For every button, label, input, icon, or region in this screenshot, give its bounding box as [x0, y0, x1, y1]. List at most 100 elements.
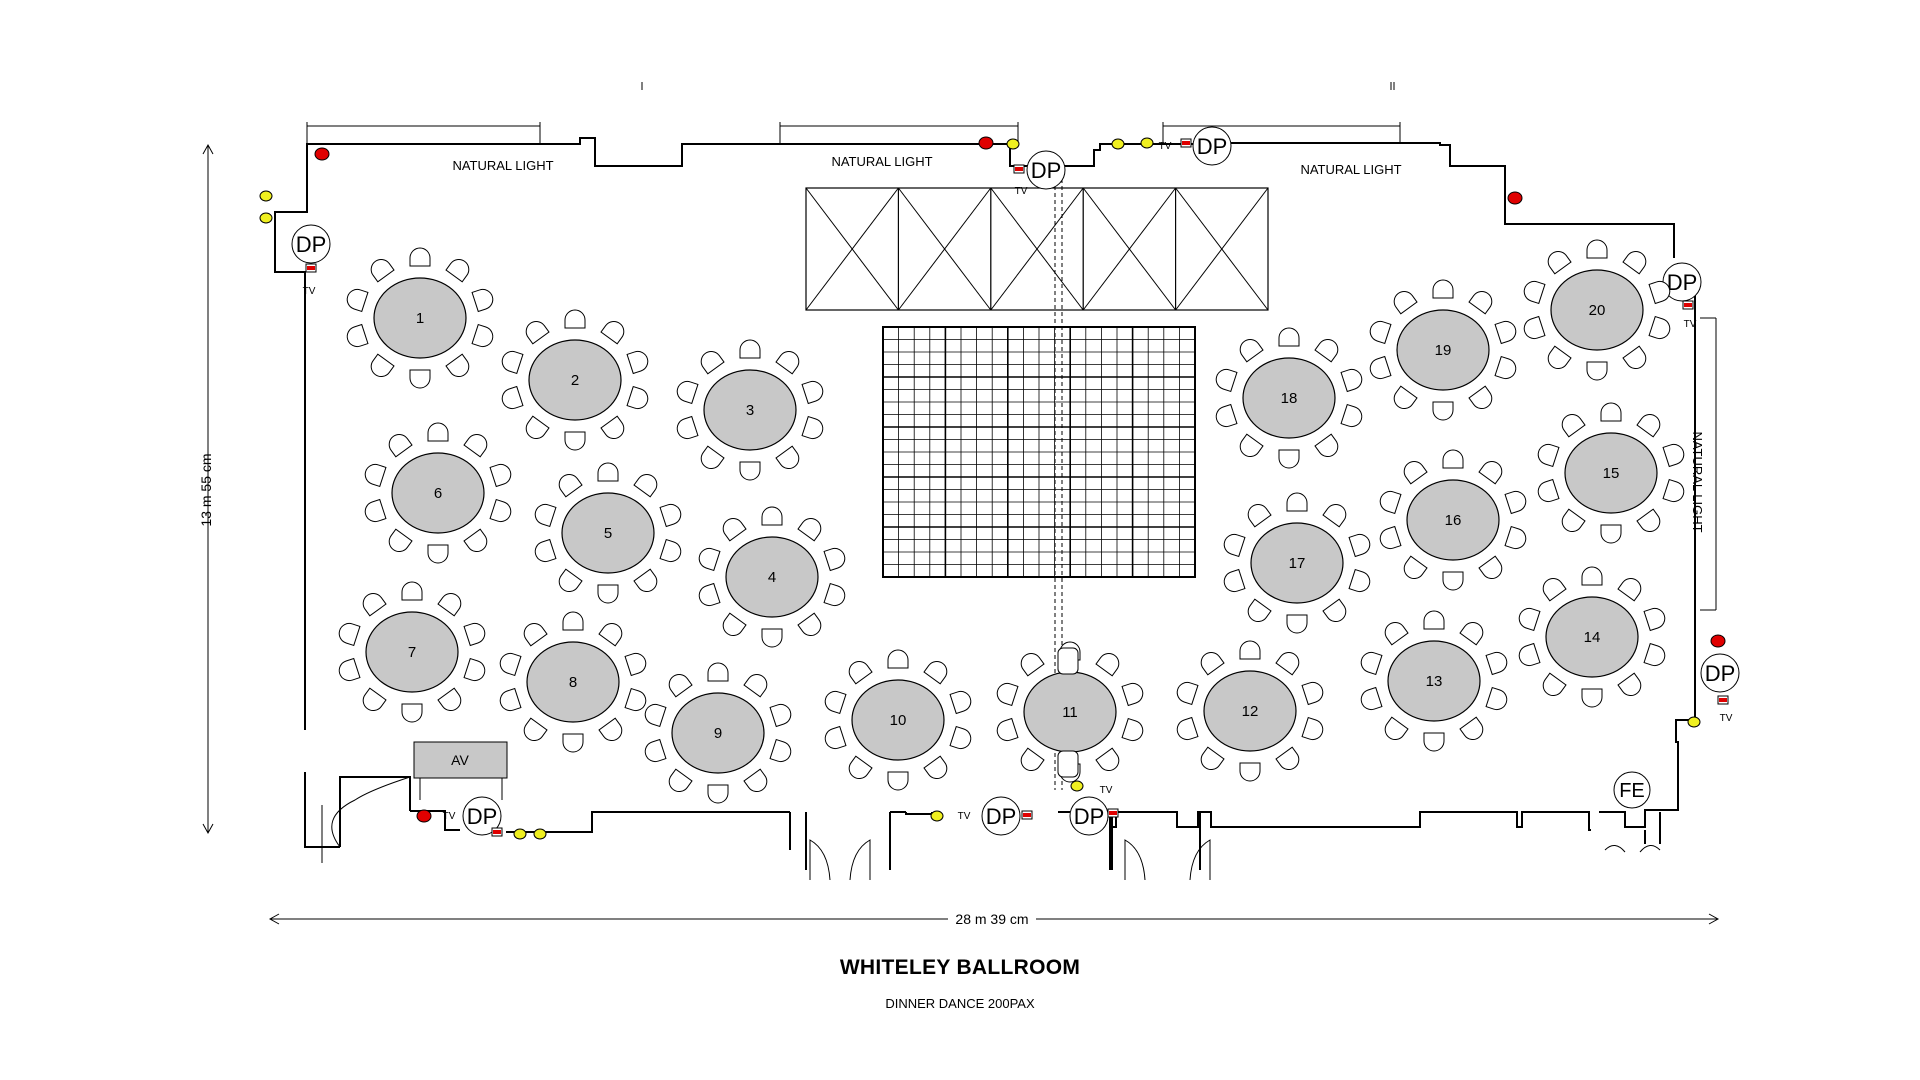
chair [823, 547, 846, 572]
table-number: 8 [569, 674, 577, 691]
chair [659, 538, 682, 563]
table-number: 12 [1242, 703, 1259, 720]
chair [1423, 732, 1445, 752]
table-5: 5 [534, 462, 682, 604]
chair [1121, 717, 1144, 742]
table-9: 9 [644, 662, 792, 804]
chair [401, 703, 423, 723]
chair [564, 309, 586, 329]
chair [463, 622, 486, 647]
chair [1485, 651, 1508, 676]
distribution-panel: DP [1662, 262, 1702, 302]
chair [722, 612, 747, 636]
chair [370, 353, 395, 377]
chair [598, 717, 623, 741]
chair [1200, 746, 1225, 770]
fe-label: FE [1619, 780, 1645, 802]
chair [1648, 280, 1671, 305]
dp-label: DP [1031, 158, 1062, 183]
tv-label: TV [1684, 319, 1697, 330]
chair [624, 652, 647, 677]
tv-label: TV [1100, 785, 1113, 796]
table-top [526, 641, 620, 723]
red-power-point [978, 136, 994, 150]
chair [471, 288, 494, 313]
chair [824, 690, 847, 715]
table-top [1564, 432, 1658, 514]
table-number: 4 [768, 569, 776, 586]
tv-socket-fill [493, 830, 501, 834]
chair [633, 568, 658, 592]
dp-label: DP [467, 804, 498, 829]
red-power-point [1710, 634, 1726, 648]
red-power-point [416, 809, 432, 823]
chair [1379, 490, 1402, 515]
chair [739, 339, 761, 359]
chair [1617, 672, 1642, 696]
chair [1478, 555, 1503, 579]
tv-socket-fill [1015, 167, 1023, 171]
chair [1478, 461, 1503, 485]
yellow-power-point [1006, 138, 1020, 150]
chair [1504, 490, 1527, 515]
av-label: AV [451, 752, 469, 768]
tv-label: TV [303, 286, 316, 297]
chair [597, 462, 619, 482]
table-top [1203, 670, 1297, 752]
chair [1314, 433, 1339, 457]
tv-label: TV [443, 811, 456, 822]
table-number: 11 [1062, 704, 1078, 721]
chair [1537, 478, 1560, 503]
chair [1485, 686, 1508, 711]
chair [698, 582, 721, 607]
chair [1348, 533, 1371, 558]
chair [525, 321, 550, 345]
dp-label: DP [1197, 134, 1228, 159]
table-number: 17 [1289, 555, 1306, 572]
top-ticks [641, 82, 1395, 90]
chair [1360, 686, 1383, 711]
window-tracks [306, 122, 1717, 611]
chair [1176, 681, 1199, 706]
chair [1494, 320, 1517, 345]
yellow-power-point [1070, 780, 1084, 792]
chair [1301, 681, 1324, 706]
fire-extinguisher: FE [1613, 771, 1651, 809]
chair [437, 593, 462, 617]
chair [445, 259, 470, 283]
chair [1301, 716, 1324, 741]
chair [775, 351, 800, 375]
distribution-panel: DP [1700, 653, 1740, 693]
table-top [1550, 269, 1644, 351]
table-number: 18 [1281, 390, 1298, 407]
table-top [1387, 640, 1481, 722]
table-number: 1 [416, 310, 424, 327]
chair [525, 415, 550, 439]
chair [1586, 361, 1608, 381]
table-top [561, 492, 655, 574]
table-top [365, 611, 459, 693]
chair [1547, 251, 1572, 275]
chair [1622, 345, 1647, 369]
chair [463, 528, 488, 552]
table-top [725, 536, 819, 618]
chair [1384, 716, 1409, 740]
chair [1393, 291, 1418, 315]
table-number: 15 [1603, 465, 1620, 482]
dimension-width-label: 28 m 39 cm [955, 911, 1028, 927]
chair [1600, 524, 1622, 544]
table-13: 13 [1360, 610, 1508, 752]
chair [949, 725, 972, 750]
chair [1057, 647, 1079, 675]
chair [388, 528, 413, 552]
chair [501, 385, 524, 410]
chair [769, 738, 792, 763]
chair [1432, 279, 1454, 299]
table-number: 13 [1426, 673, 1443, 690]
table-20: 20 [1523, 239, 1671, 381]
chair [1275, 652, 1300, 676]
table-number: 6 [434, 485, 442, 502]
chair [1542, 578, 1567, 602]
chair [562, 733, 584, 753]
tv-label: TV [1159, 141, 1172, 152]
